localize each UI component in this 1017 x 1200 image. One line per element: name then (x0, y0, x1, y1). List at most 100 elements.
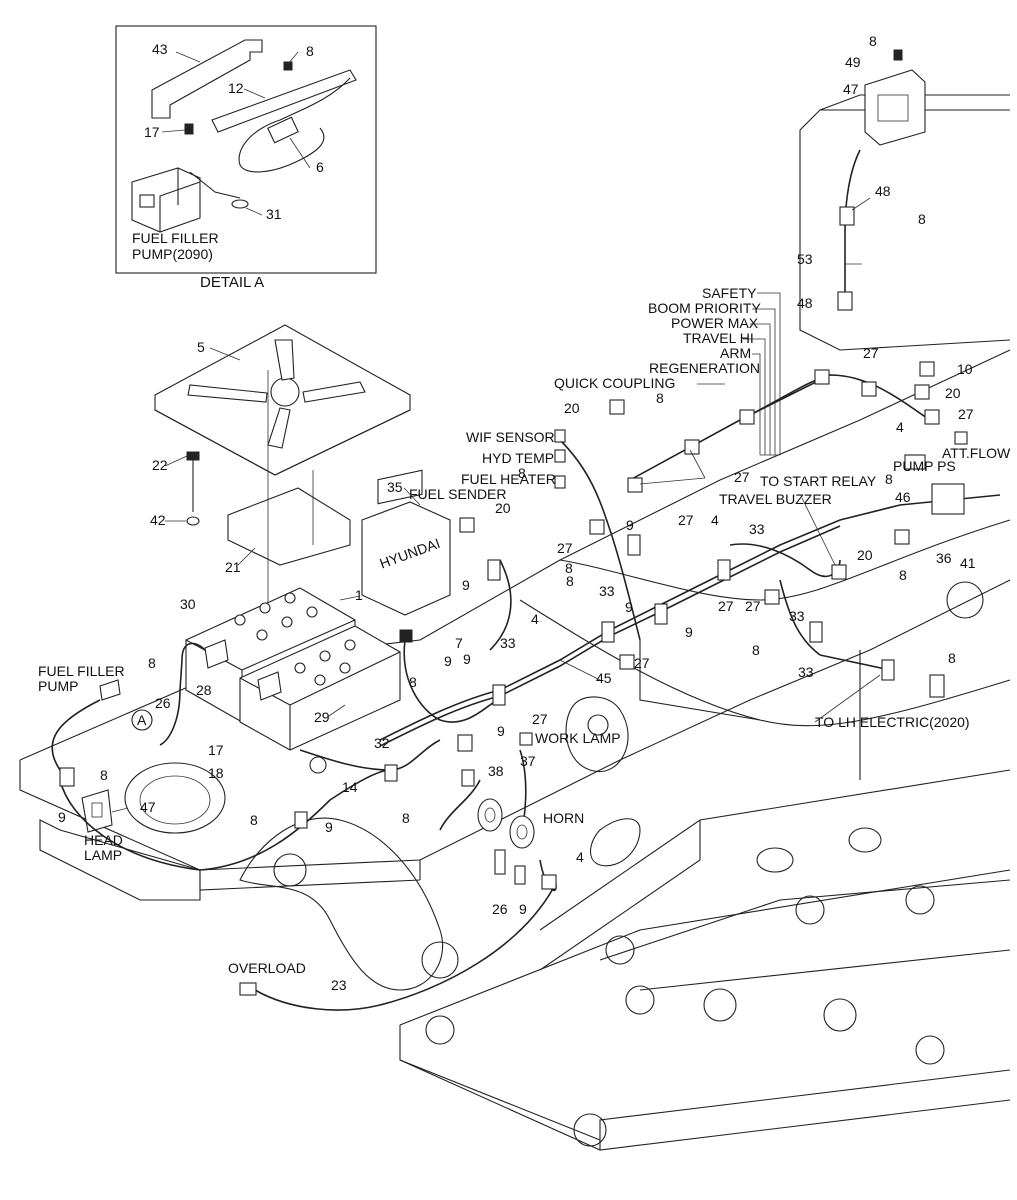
sensor-harness (559, 439, 641, 641)
hose-clamp (267, 116, 299, 144)
fan-hub (270, 377, 300, 407)
clip-27 (861, 381, 877, 397)
part-number: 33 (789, 608, 805, 624)
fan-blade (274, 339, 295, 381)
part-number: 26 (155, 695, 171, 711)
chassis-outline (399, 869, 1011, 1151)
label-to-lh-electric: TO LH ELECTRIC(2020) (815, 714, 970, 730)
label-fuel-heater: FUEL HEATER (461, 471, 556, 487)
part-number: 8 (402, 810, 410, 826)
clip-33 (601, 621, 615, 643)
part-number: 27 (634, 655, 650, 671)
boom-foot (239, 817, 444, 991)
washer-icon (186, 516, 200, 526)
hose-part (238, 77, 351, 173)
label-pump-ps: PUMP PS (893, 458, 956, 474)
clip-48 (839, 206, 855, 226)
part-number: 53 (797, 251, 813, 267)
part-number: 33 (599, 583, 615, 599)
frame-hole (946, 581, 984, 619)
part-number: 9 (462, 577, 470, 593)
bolt-icon (184, 123, 194, 135)
part-number: 33 (749, 521, 765, 537)
label-fuel-filler-pump-2: PUMP (38, 678, 78, 694)
part-number: 26 (492, 901, 508, 917)
callout-leaders (111, 197, 881, 813)
clip-9 (654, 603, 668, 625)
detail-a-callout (131, 709, 153, 731)
horn-38 (477, 798, 503, 832)
detail-a-frame (115, 25, 377, 274)
clip-27 (589, 519, 605, 535)
label-fuel-sender: FUEL SENDER (409, 486, 507, 502)
part-number: 9 (625, 599, 633, 615)
start-relay-connector (831, 564, 847, 580)
part-number: 32 (374, 735, 390, 751)
label-head-lamp-1: HEAD (84, 832, 123, 848)
fan-blade (187, 384, 268, 403)
part-number: 8 (565, 560, 573, 576)
clip-27 (739, 409, 755, 425)
part-number: 1 (355, 587, 363, 603)
clip-10 (919, 361, 935, 377)
battery-right (239, 625, 401, 751)
fuel-sender-wire (489, 559, 512, 651)
fan-blade (267, 407, 291, 449)
part-number: 12 (228, 80, 244, 96)
chassis-beam (599, 879, 1011, 991)
label-to-start-relay: TO START RELAY (760, 473, 877, 489)
part-number: 8 (899, 567, 907, 583)
part-number: 5 (197, 339, 205, 355)
part-number: 4 (896, 419, 904, 435)
connector-icon (399, 629, 413, 643)
part-number: 29 (314, 709, 330, 725)
part-number: 27 (532, 711, 548, 727)
bolt-icon (283, 61, 293, 71)
chassis-hole (795, 895, 825, 925)
clip-33 (881, 659, 895, 681)
fan-cover-assembly (154, 324, 411, 660)
att-flow-connector (954, 431, 968, 445)
chassis-hole (848, 827, 882, 853)
chassis-hole (605, 935, 635, 965)
part-number: 8 (566, 573, 574, 589)
part-number: 8 (518, 465, 526, 481)
part-number: 8 (918, 211, 926, 227)
cab-panel (799, 109, 1011, 351)
pump-edges (159, 168, 201, 232)
battery-cable (159, 642, 206, 746)
clip-9 (627, 534, 641, 556)
part-number: 17 (208, 742, 224, 758)
battery-bracket (227, 487, 351, 566)
detail-caption-line1: FUEL FILLER (132, 230, 219, 246)
lower-chassis (239, 696, 1011, 1151)
label-boom-priority: BOOM PRIORITY (648, 300, 761, 316)
part-number: 27 (958, 406, 974, 422)
detail-a-panel: 43 8 12 17 6 31 FUEL FILLER PUMP(2090) (115, 25, 377, 274)
chassis-hole (425, 1015, 455, 1045)
label-wif-sensor: WIF SENSOR (466, 429, 555, 445)
step-plate (39, 819, 201, 901)
head-lamp-lens (91, 802, 103, 818)
part-number: 8 (250, 812, 258, 828)
part-number: 41 (960, 555, 976, 571)
part-number: 21 (225, 559, 241, 575)
part-number: 8 (885, 471, 893, 487)
label-quick-coupling: QUICK COUPLING (554, 375, 675, 391)
lh-electric-wire (779, 579, 821, 656)
fuel-sender-plate (361, 501, 451, 616)
harness-branch (403, 639, 501, 723)
sensor-connector (554, 449, 566, 463)
clip-20 (914, 384, 930, 400)
chassis-beam (539, 769, 1011, 971)
part-number: 47 (140, 799, 156, 815)
part-number: 27 (557, 540, 573, 556)
part-number: 27 (745, 598, 761, 614)
detail-caption-line2: PUMP(2090) (132, 246, 213, 262)
chassis-hole (573, 1113, 607, 1147)
part-number: 30 (180, 596, 196, 612)
fuel-sender-panel: HYUNDAI (361, 469, 451, 643)
chassis-hole (915, 1035, 945, 1065)
part-number: 36 (936, 550, 952, 566)
